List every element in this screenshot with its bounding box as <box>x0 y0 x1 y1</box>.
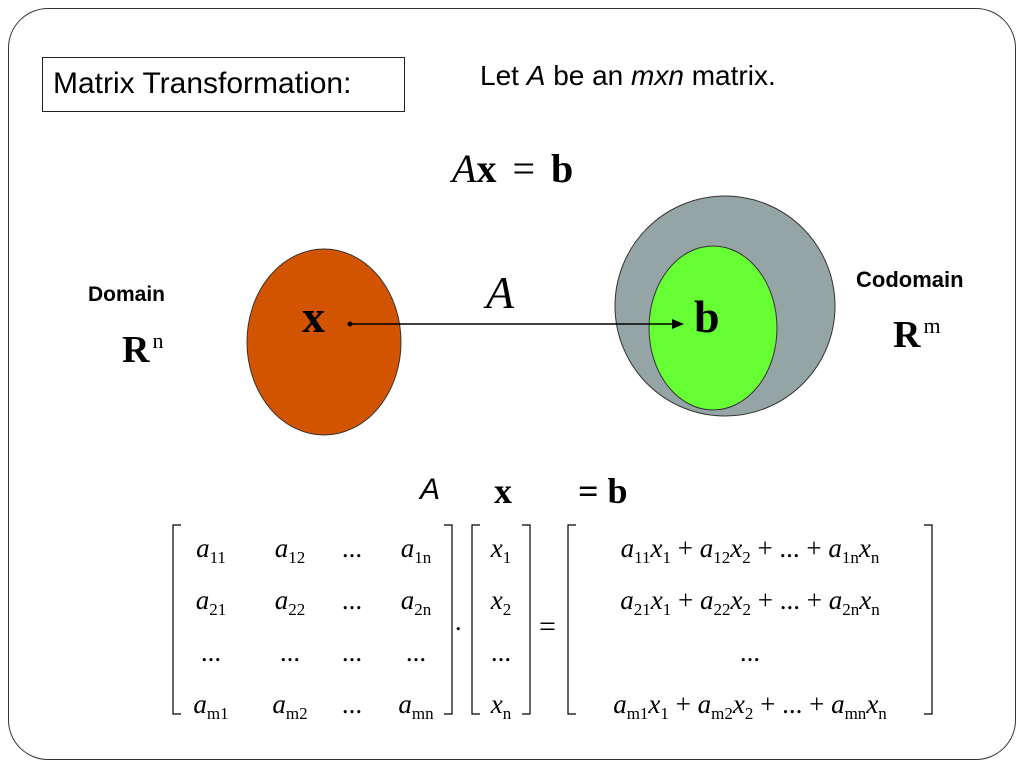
matrix-A-entry: ... <box>406 637 426 667</box>
result-row: a11​x1​ + a12​x2​ + ... + a1n​xn​ <box>621 533 880 567</box>
domain-space-R: R <box>122 329 150 371</box>
intro-matrix-symbol: A <box>526 60 546 91</box>
result-right-bracket <box>924 524 933 715</box>
matrix-A-left-bracket <box>172 524 181 715</box>
vector-x-entry: xn​ <box>490 689 512 723</box>
matrix-A-entry: ... <box>342 689 362 719</box>
matrix-A-entry: a2n​ <box>401 585 432 619</box>
intro-let: Let <box>480 60 519 91</box>
result-left-bracket <box>567 524 576 715</box>
equation-x: x <box>476 146 497 191</box>
matrix-A-cells: a11​ a12​... a1n​ a21​ a22​... a2n​..........… <box>193 533 434 723</box>
codomain-space-R: R <box>893 314 921 356</box>
dot-operator: . <box>455 607 462 636</box>
result-row: ... <box>740 637 760 667</box>
codomain-label: Codomain <box>856 267 964 292</box>
vector-x-entry: x2​ <box>490 585 511 619</box>
codomain-space-exp: m <box>923 313 941 338</box>
slide-frame <box>8 8 1016 760</box>
matrix-A-entry: a1n​ <box>401 533 432 567</box>
matrix-A-entry: ... <box>342 637 362 667</box>
vector-x-cells: x1​ x2​... xn​ <box>490 533 512 723</box>
intro-tail: matrix. <box>691 60 776 91</box>
vector-x-entry: x1​ <box>490 533 511 567</box>
vector-x-left-bracket <box>471 524 480 715</box>
matrix-A-entry: ... <box>280 637 300 667</box>
equals-operator: = <box>539 610 556 643</box>
matrix-A-entry: am1​ <box>193 689 228 723</box>
equation-eq: = <box>512 146 535 191</box>
matrix-A-entry: a11​ <box>196 533 226 567</box>
main-equation: Ax = b <box>452 145 573 192</box>
codomain-vector-b: b <box>694 291 720 342</box>
result-row: a21​x1​ + a22​x2​ + ... + a2n​xn​ <box>620 585 880 619</box>
equation-A: A <box>452 146 477 191</box>
vector-x-entry: ... <box>491 637 511 667</box>
matrix-A-entry: a21​ <box>196 585 227 619</box>
matrix-A-entry: a12​ <box>275 533 306 567</box>
matrix-header-x: x <box>494 471 512 511</box>
matrix-A-entry: am2​ <box>272 689 307 723</box>
intro-dims: mxn <box>631 60 684 91</box>
domain-space-exp: n <box>152 328 164 353</box>
matrix-A-right-bracket <box>444 524 453 715</box>
matrix-A-entry: ... <box>201 637 221 667</box>
domain-label: Domain <box>88 283 166 306</box>
matrix-header-eq-b: = b <box>578 471 628 511</box>
mapping-label: A <box>486 267 515 318</box>
matrix-A-entry: ... <box>342 585 362 615</box>
result-rows: a11​x1​ + a12​x2​ + ... + a1n​xn​ a21​x1​… <box>613 533 887 723</box>
equation-b: b <box>551 146 574 191</box>
matrix-A-entry: ... <box>342 533 362 563</box>
intro-be-an: be an <box>553 60 624 91</box>
slide-title: Matrix Transformation: <box>42 57 405 112</box>
domain-set <box>246 248 402 436</box>
result-row: am1​x1​ + am2​x2​ + ... + amn​xn​ <box>613 689 887 723</box>
matrix-A-entry: amn​ <box>398 689 434 723</box>
matrix-A-entry: a22​ <box>275 585 306 619</box>
intro-text: Let A be an mxn matrix. <box>480 60 776 92</box>
domain-vector-x: x <box>302 291 325 342</box>
vector-x-right-bracket <box>522 524 531 715</box>
matrix-header-A: A <box>420 473 441 506</box>
image-set <box>648 245 778 411</box>
